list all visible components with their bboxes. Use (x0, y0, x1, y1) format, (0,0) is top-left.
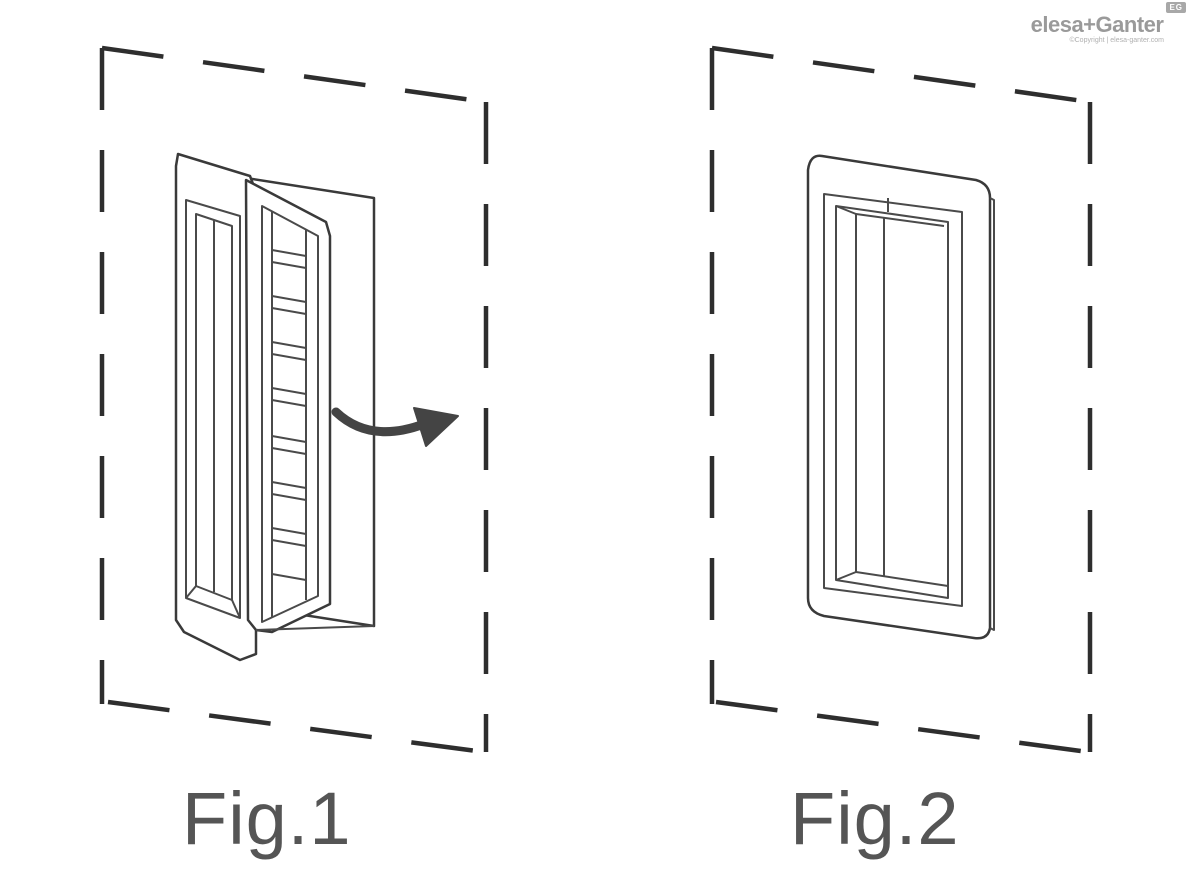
figure-1-surface-outline (99, 45, 489, 755)
figure-1-ribbed-body (244, 178, 375, 634)
logo-brand-text: elesa+Ganter (1030, 12, 1164, 37)
figure-2-handle-frame (806, 154, 995, 640)
figure-2-surface-outline (709, 45, 1093, 755)
figure-2-caption: Fig.2 (790, 777, 960, 860)
figure-1-rotation-arrow (331, 407, 459, 447)
logo-mark-badge: EG (1166, 2, 1186, 13)
logo-copyright: ©Copyright | elesa-ganter.com (1069, 37, 1164, 44)
brand-logo: elesa+Ganter EG ©Copyright | elesa-gante… (1031, 2, 1186, 44)
logo-row: elesa+Ganter EG (1031, 2, 1186, 38)
figure-1-illustration (99, 45, 489, 755)
figure-2-illustration (709, 45, 1093, 755)
figure-1-caption: Fig.1 (182, 777, 352, 860)
figure-1-handle-lid (174, 152, 258, 662)
